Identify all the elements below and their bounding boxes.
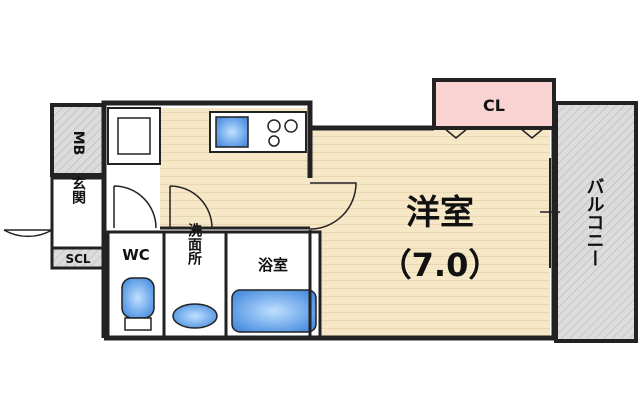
kitchen-counter bbox=[209, 111, 307, 153]
toilet-icon bbox=[121, 277, 155, 319]
closet-label: CL bbox=[483, 96, 505, 115]
bathroom-label: 浴室 bbox=[258, 256, 288, 274]
entrance-label: 玄関 bbox=[70, 175, 86, 205]
doors bbox=[113, 158, 560, 268]
walls bbox=[101, 100, 557, 341]
washer-space bbox=[107, 107, 161, 165]
shoe-closet-label: SCL bbox=[65, 252, 90, 266]
western-room-floor bbox=[310, 130, 550, 338]
stove-burner-icon bbox=[284, 119, 298, 133]
western-room-label: 洋室 bbox=[406, 193, 474, 233]
meter-box: MB bbox=[50, 103, 106, 177]
toilet-door-swing bbox=[113, 185, 157, 229]
washroom-label: 洗面所 bbox=[186, 222, 202, 266]
stove-burner-icon bbox=[268, 135, 280, 147]
meter-box-label: MB bbox=[70, 131, 86, 156]
toilet-label: WC bbox=[122, 246, 150, 264]
sink-icon bbox=[215, 116, 249, 148]
wash-basin-icon bbox=[172, 303, 218, 329]
closet: CL bbox=[432, 78, 556, 139]
room-door-swing bbox=[309, 182, 357, 230]
stove-burner-icon bbox=[267, 119, 281, 133]
toilet-room: WC bbox=[106, 230, 166, 340]
shoe-closet: SCL bbox=[50, 246, 106, 270]
washroom-door-swing bbox=[169, 185, 213, 229]
entrance: 玄関 bbox=[3, 175, 106, 250]
washroom: 洗面所 bbox=[162, 222, 228, 340]
bathroom: 浴室 bbox=[224, 230, 322, 340]
balcony-label: バルコニー bbox=[584, 177, 605, 267]
entrance-door-swing bbox=[3, 229, 53, 238]
bathtub-icon bbox=[231, 289, 317, 333]
balcony: バルコニー bbox=[554, 101, 638, 343]
western-room-size: （7.0） bbox=[380, 246, 501, 284]
